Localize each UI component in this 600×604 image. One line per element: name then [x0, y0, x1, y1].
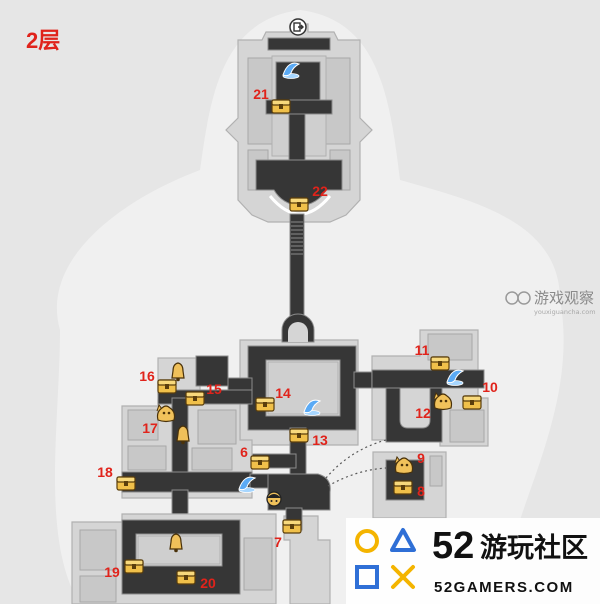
chest-icon: [255, 397, 275, 412]
gamepad-icon: [505, 291, 531, 305]
cross-icon: [391, 565, 415, 589]
chest-icon: [271, 99, 291, 114]
marker-label: 8: [417, 483, 425, 499]
watermark-title: 游戏观察: [534, 289, 594, 307]
marker-label: 15: [206, 381, 222, 397]
hidden-path: [325, 439, 387, 479]
chest-icon: [116, 476, 136, 491]
marker-label: 22: [312, 183, 328, 199]
marker-label: 16: [139, 368, 155, 384]
marker: 22: [289, 183, 328, 212]
stair-corridor: [289, 213, 305, 327]
marker: 14: [255, 385, 291, 412]
marker: 12: [415, 392, 453, 421]
marker: 6: [240, 444, 270, 470]
marker-label: 13: [312, 432, 328, 448]
hidden-path: [327, 467, 387, 487]
marker: 10: [462, 379, 498, 410]
corridor: [385, 387, 443, 443]
marker: 19: [104, 559, 144, 580]
circle-icon: [355, 529, 379, 553]
marker: 13: [289, 428, 328, 448]
npc-icon: [266, 491, 282, 507]
chest-icon: [124, 559, 144, 574]
marker: 15: [185, 381, 222, 406]
bell-icon: [169, 533, 183, 553]
chest-icon: [462, 395, 482, 410]
floor-label: 2层: [26, 28, 60, 53]
chest-icon: [289, 197, 309, 212]
lower-hall: [267, 473, 331, 604]
marker-label: 10: [482, 379, 498, 395]
marker-label: 9: [417, 450, 425, 466]
logo-number: 52: [432, 525, 474, 567]
marker-label: 7: [274, 534, 282, 550]
marker-label: 12: [415, 405, 431, 421]
logo-site: 52GAMERS.COM: [434, 579, 574, 596]
corridor: [288, 113, 306, 163]
marker-label: 19: [104, 564, 120, 580]
marker-label: 11: [415, 342, 430, 358]
chest-icon: [393, 480, 413, 495]
marker-label: 6: [240, 444, 248, 460]
watermark: 游戏观察 youxiguancha.com: [505, 289, 596, 316]
bell-icon: [171, 362, 185, 382]
southwest-wing: [71, 513, 277, 604]
marker: 21: [253, 86, 291, 114]
marker: 11: [415, 342, 450, 371]
chest-icon: [289, 428, 309, 443]
marker: 7: [274, 519, 302, 550]
corridor: [371, 369, 485, 389]
corridor: [267, 473, 331, 511]
marker-label: 17: [142, 420, 158, 436]
marker-label: 20: [200, 575, 216, 591]
chest-icon: [157, 379, 177, 394]
marker: 17: [142, 404, 176, 436]
exit-icon: [289, 18, 307, 36]
east-wing: [371, 329, 489, 447]
triangle-icon: [390, 528, 416, 552]
chest-icon: [185, 391, 205, 406]
corridor: [121, 519, 241, 595]
chest-icon: [176, 570, 196, 585]
marker: 20: [176, 570, 216, 591]
watermark-url: youxiguancha.com: [534, 308, 596, 316]
marker: 18: [97, 464, 136, 491]
corridor: [267, 37, 331, 51]
corridor: [121, 471, 253, 493]
site-logo: 52 游玩社区 52GAMERS.COM: [346, 518, 600, 604]
bell-icon: [176, 425, 190, 445]
chest-icon: [430, 356, 450, 371]
corridor: [195, 355, 229, 387]
marker: 9: [394, 450, 425, 475]
marker-label: 14: [275, 385, 291, 401]
marker: 16: [139, 368, 177, 394]
chest-icon: [282, 519, 302, 534]
marker-label: 21: [253, 86, 269, 102]
marker: 8: [393, 480, 425, 499]
corridor: [275, 61, 321, 107]
top-hall: [225, 23, 373, 223]
marker-label: 18: [97, 464, 113, 480]
square-icon: [355, 565, 379, 589]
chest-icon: [250, 455, 270, 470]
logo-name: 游玩社区: [480, 532, 588, 564]
